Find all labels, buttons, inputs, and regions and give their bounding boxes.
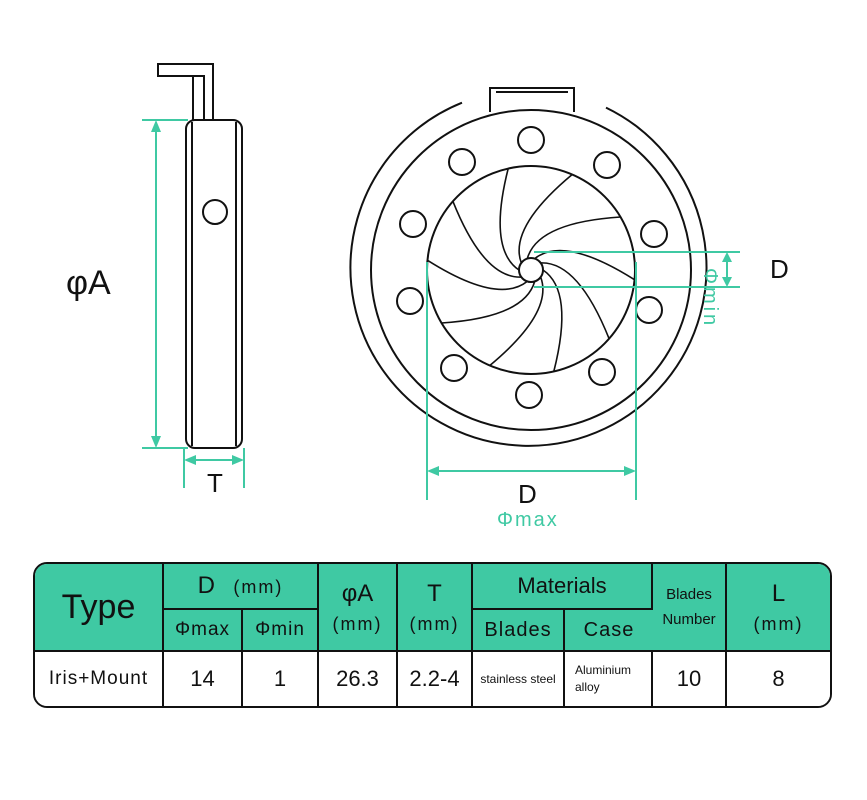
iris-blade-edge [452, 201, 522, 278]
phiA-header-label: φA [341, 579, 374, 607]
l-header-label: L [771, 579, 786, 607]
l-cell: 8 [727, 652, 830, 706]
case-material-line2: alloy [575, 680, 600, 694]
thickness-label: T [207, 468, 223, 498]
max-aperture-sub-label: Φmax [497, 509, 559, 531]
max-aperture-label: D [518, 479, 537, 509]
phi-max-cell: 14 [164, 652, 243, 706]
phi-min-header: Φmin [243, 610, 319, 652]
front-dimensions [426, 251, 740, 500]
diameter-label: φA [66, 264, 111, 302]
iris-blade-edge [499, 168, 520, 271]
type-cell: Iris+Mount [35, 652, 164, 706]
iris-blades [427, 168, 635, 372]
l-header: L (mm) [727, 564, 830, 652]
d-header: D (mm) [164, 564, 319, 610]
spec-table: Type D (mm) φA (mm) T (mm) Materials Bla… [33, 562, 832, 708]
min-aperture-sub-label: Φmin [699, 268, 721, 329]
materials-header: Materials [473, 564, 653, 610]
iris-blade-edge [526, 216, 621, 259]
case-material-header: Case [565, 610, 653, 652]
phi-min-cell: 1 [243, 652, 319, 706]
blades-number-header-line1: Blades [666, 586, 712, 603]
blades-material-header: Blades [473, 610, 565, 652]
table-row: Iris+Mount 14 1 26.3 2.2-4 stainless ste… [35, 652, 830, 706]
side-screw-hole [202, 199, 228, 225]
phiA-header: φA (mm) [319, 564, 398, 652]
case-material-line1: Aluminium [575, 663, 632, 678]
phi-max-header: Φmax [164, 610, 243, 652]
side-dimensions [142, 119, 245, 488]
blades-material-cell: stainless steel [473, 652, 565, 706]
iris-blade-edge [489, 276, 544, 367]
case-material-cell: Aluminium alloy [565, 652, 653, 706]
iris-blade-edge [542, 269, 563, 372]
t-header: T (mm) [398, 564, 473, 652]
d-header-label: D [197, 572, 215, 599]
iris-blade-edge [540, 262, 610, 339]
d-header-unit: (mm) [233, 577, 284, 597]
iris-blade-edge [518, 173, 573, 264]
front-view [349, 87, 708, 447]
t-header-unit: (mm) [409, 613, 460, 634]
side-view [157, 63, 243, 449]
iris-blade-edge [427, 259, 528, 291]
t-cell: 2.2-4 [398, 652, 473, 706]
blades-number-cell: 10 [653, 652, 727, 706]
blades-number-header: Blades Number [653, 564, 727, 652]
technical-drawing [142, 63, 740, 500]
l-header-unit: (mm) [753, 613, 804, 634]
blades-number-header-line2: Number [662, 611, 716, 628]
phiA-cell: 26.3 [319, 652, 398, 706]
type-header: Type [35, 564, 164, 652]
iris-blade-edge [441, 281, 536, 324]
case-screw-holes [396, 126, 668, 409]
t-header-label: T [427, 579, 442, 607]
phiA-header-unit: (mm) [332, 613, 383, 634]
min-aperture-label: D [770, 254, 789, 284]
